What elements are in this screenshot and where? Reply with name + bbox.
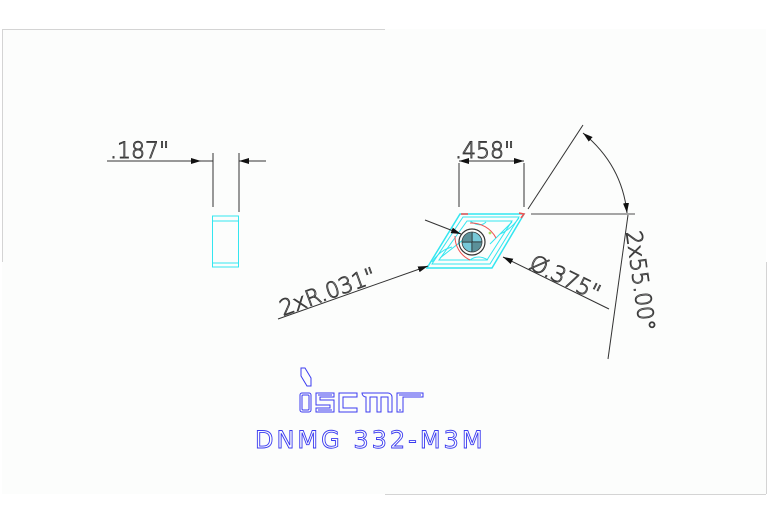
iscar-logo	[299, 367, 424, 413]
part-number-label: DNMG 332-M3M	[255, 426, 486, 454]
radius-dimension-label: 2xR.031"	[277, 264, 380, 322]
angle-extension-upper	[527, 124, 584, 210]
sheet-border-top	[2, 29, 385, 30]
center-hole	[458, 228, 486, 256]
sheet-border-bottom	[385, 494, 766, 495]
sheet-panel-main	[2, 29, 766, 494]
sheet-border-left	[2, 29, 3, 262]
diameter-dimension-label: Ø.375"	[525, 251, 604, 307]
thickness-dimension-label: .187"	[110, 139, 169, 164]
top-view-group: .458" Ø.375" 2xR.	[276, 124, 659, 360]
radius-leader	[277, 265, 429, 320]
cutting-edge-corner	[518, 212, 526, 219]
diameter-leader-out	[502, 256, 610, 310]
side-view-group: .187"	[107, 139, 266, 268]
angle-arc	[582, 132, 629, 214]
insert-outline	[425, 213, 526, 269]
angle-leader	[607, 214, 629, 360]
angle-dimension-label: 2x55.00°	[620, 229, 659, 332]
insert-side-profile	[212, 215, 239, 268]
width-dimension-label: .458"	[455, 139, 514, 164]
diameter-leader-in	[424, 219, 462, 235]
